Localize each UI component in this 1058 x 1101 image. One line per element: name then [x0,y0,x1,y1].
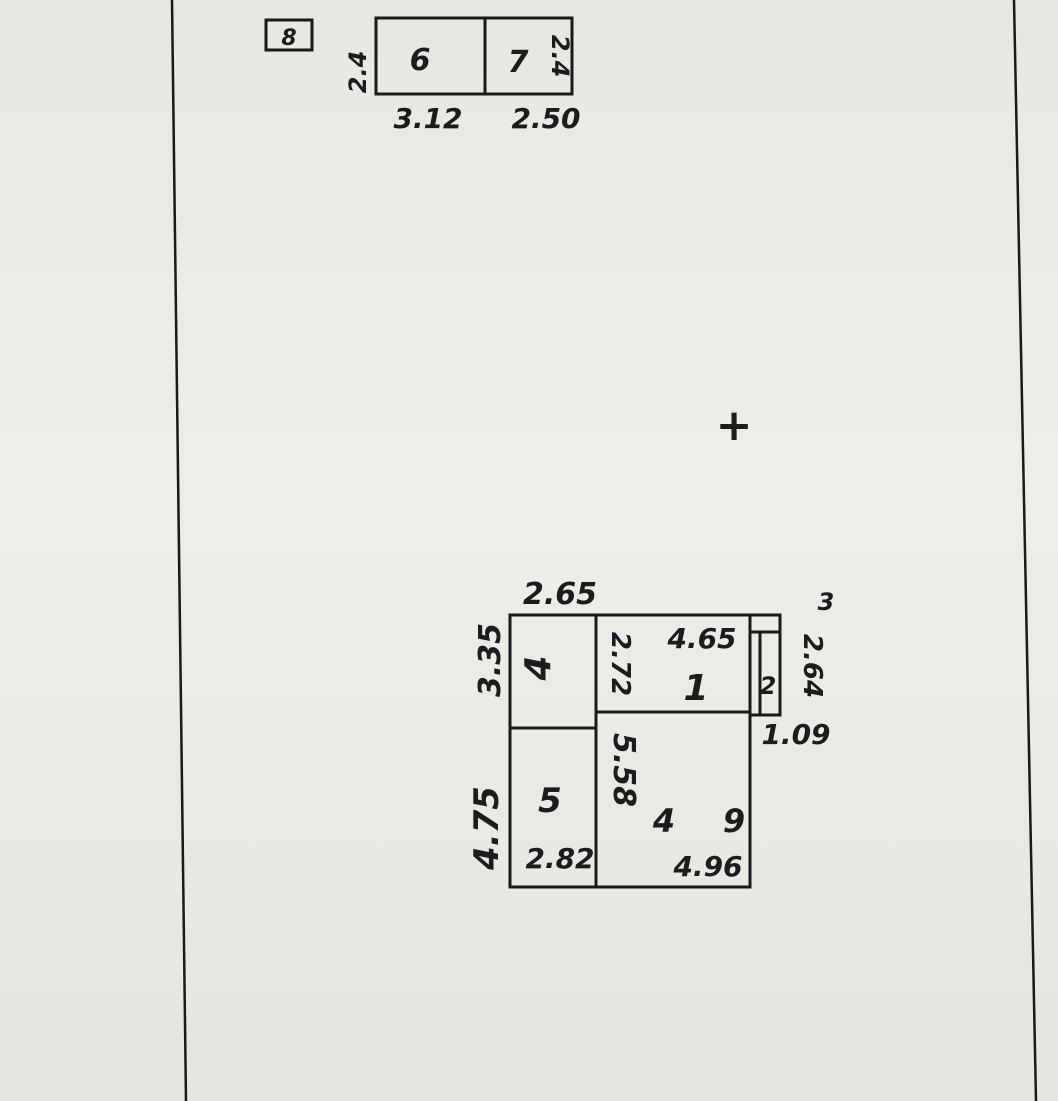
bottom-plan [508,613,782,889]
floor-marker-label: 8 [281,26,296,51]
room-1-width-dimension: 4.65 [666,622,736,655]
annex-height-dimension: 2.64 [797,634,827,698]
room-6-number: 6 [410,43,431,78]
room-7-width: 2.50 [511,102,580,135]
top-plan-height-left: 2.4 [344,51,372,94]
room-5-width-dimension: 2.82 [525,842,594,875]
room-9-mark: 4 [652,802,675,840]
room-5-number: 5 [538,781,562,821]
floor-marker-box [264,18,314,52]
sheet-border-left [170,0,188,1101]
annex-width-dimension: 1.09 [761,718,830,751]
top-plan-height-right: 2.4 [546,35,574,78]
room-9-height-dimension: 5.58 [606,733,641,807]
room-4-height-dimension: 3.35 [473,623,508,697]
room-2-number: 2 [760,672,777,700]
bottom-plan-outline [508,613,752,889]
top-plan-outline [374,16,574,96]
room-9-number: 9 [723,802,745,840]
room-1-height-dimension: 2.72 [605,632,635,696]
room-6-width: 3.12 [393,102,462,135]
annex-outline [748,613,782,717]
room-7-number: 7 [508,45,529,80]
top-plan [374,16,574,96]
room-4-number: 4 [518,655,559,681]
annex-top-dimension: 3 [818,588,835,616]
room-1-number: 1 [683,668,708,709]
cross-mark: + [716,400,753,451]
sheet-border-right [1012,0,1038,1101]
bottom-right-width-dimension: 4.96 [672,850,742,883]
top-width-dimension: 2.65 [523,577,597,612]
room-5-height-dimension: 4.75 [467,786,507,871]
